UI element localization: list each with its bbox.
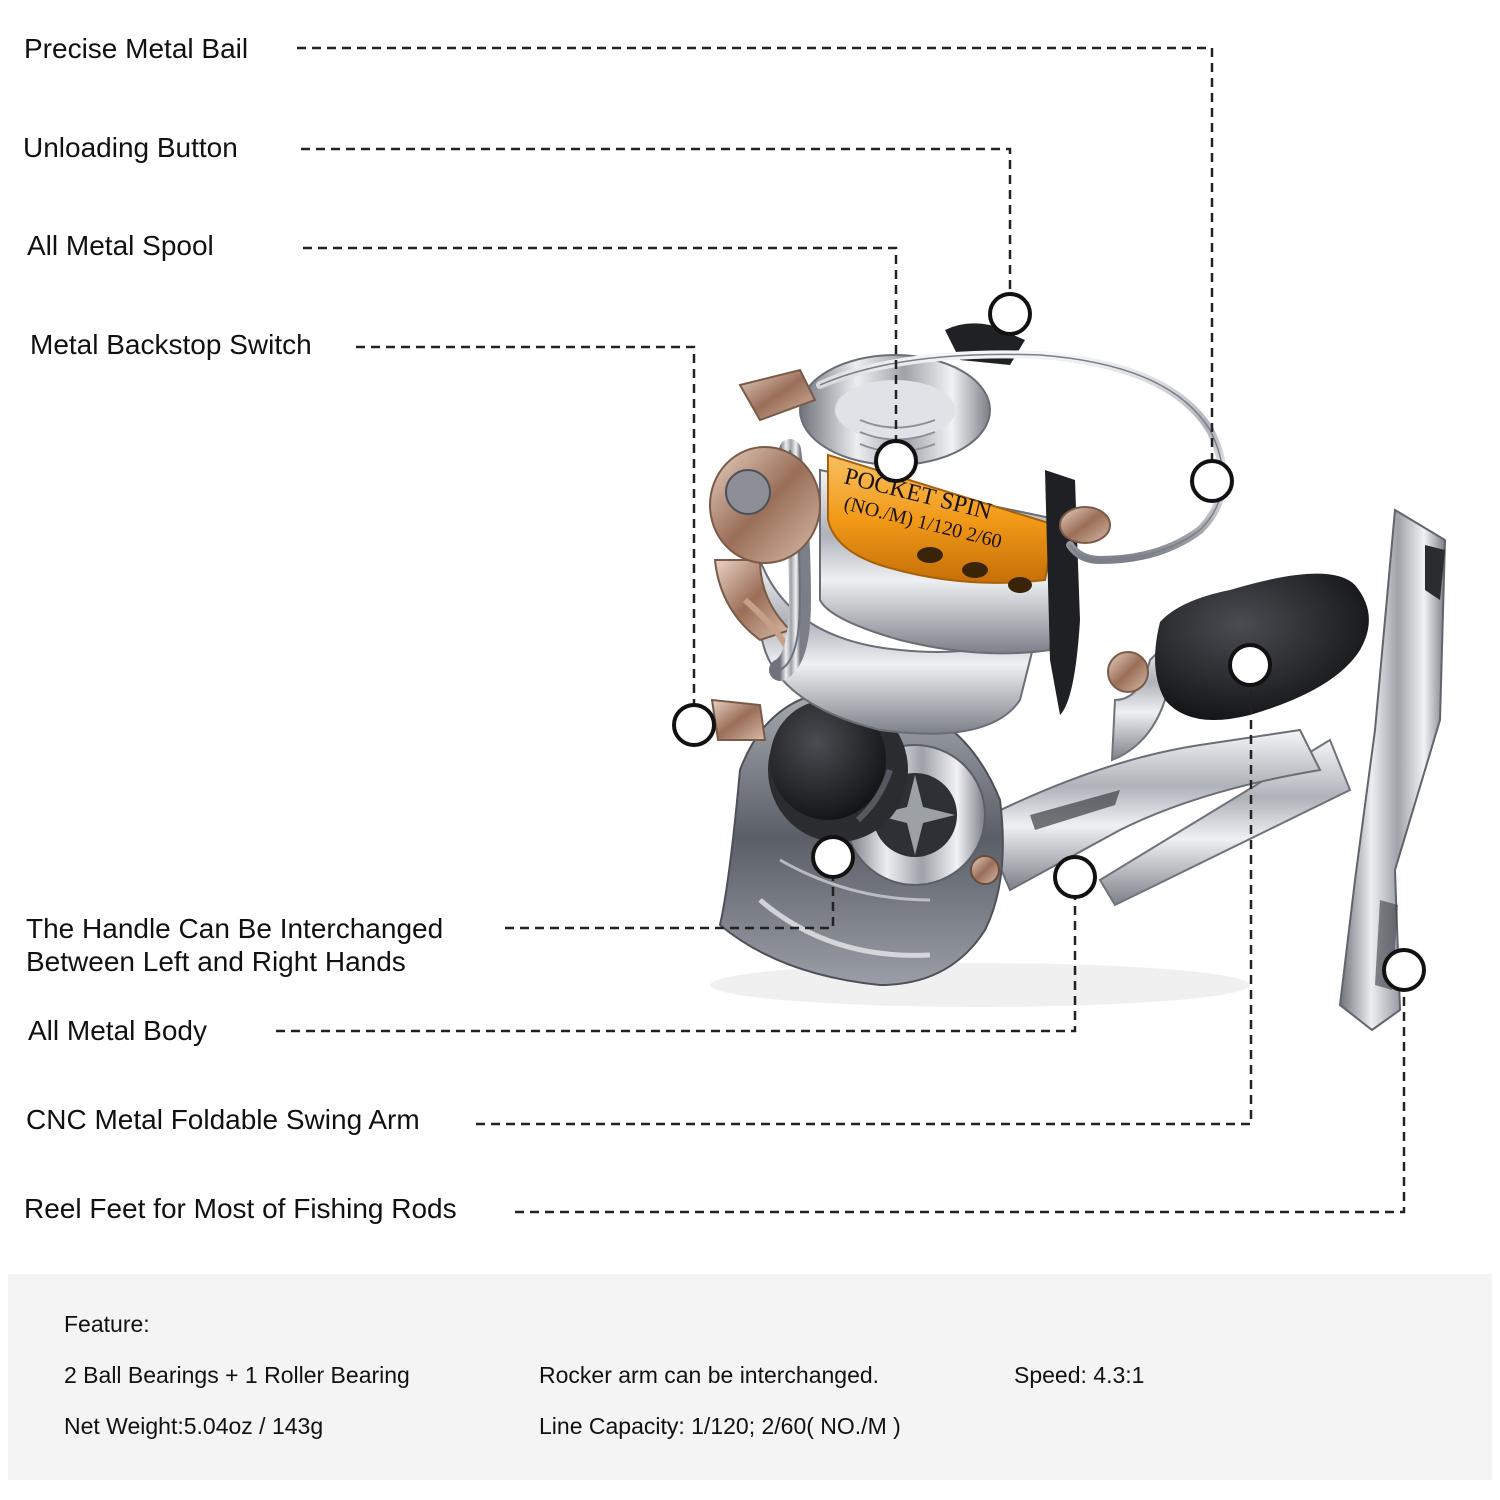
label-interchangeable-handle: The Handle Can Be Interchanged Between L… [26,912,443,978]
callout-markers [672,292,1426,992]
marker-metal-bail [1190,459,1234,503]
feature-panel: Feature: 2 Ball Bearings + 1 Roller Bear… [8,1274,1492,1480]
feature-rocker-arm: Rocker arm can be interchanged. [539,1362,880,1388]
fishing-reel-illustration: POCKET SPIN (NO./M) 1/120 2/60 [709,323,1447,1032]
feature-line-capacity: Line Capacity: 1/120; 2/60( NO./M ) [539,1413,901,1439]
reel-diagram: POCKET SPIN (NO./M) 1/120 2/60 [276,46,1447,1214]
marker-swing-arm [1228,643,1272,687]
feature-speed: Speed: 4.3:1 [1014,1362,1145,1388]
marker-unloading-button [988,292,1032,336]
feature-title: Feature: [64,1311,150,1337]
marker-interchangeable-handle [811,835,855,879]
label-interchangeable-handle-line-2: Between Left and Right Hands [26,946,406,977]
label-interchangeable-handle-line-1: The Handle Can Be Interchanged [26,913,444,944]
marker-metal-body [1053,855,1097,899]
marker-reel-feet [1382,948,1426,992]
label-metal-backstop-switch: Metal Backstop Switch [30,329,312,360]
label-unloading-button: Unloading Button [23,132,238,163]
label-all-metal-spool: All Metal Spool [27,230,214,261]
marker-metal-spool [874,439,918,483]
feature-bearings: 2 Ball Bearings + 1 Roller Bearing [64,1362,410,1388]
feature-net-weight: Net Weight:5.04oz / 143g [64,1413,324,1439]
label-precise-metal-bail: Precise Metal Bail [24,33,249,64]
marker-backstop-switch [672,703,716,747]
label-reel-feet: Reel Feet for Most of Fishing Rods [24,1193,457,1224]
label-cnc-swing-arm: CNC Metal Foldable Swing Arm [26,1104,420,1135]
callout-lines [276,46,1406,1214]
label-all-metal-body: All Metal Body [28,1015,207,1046]
